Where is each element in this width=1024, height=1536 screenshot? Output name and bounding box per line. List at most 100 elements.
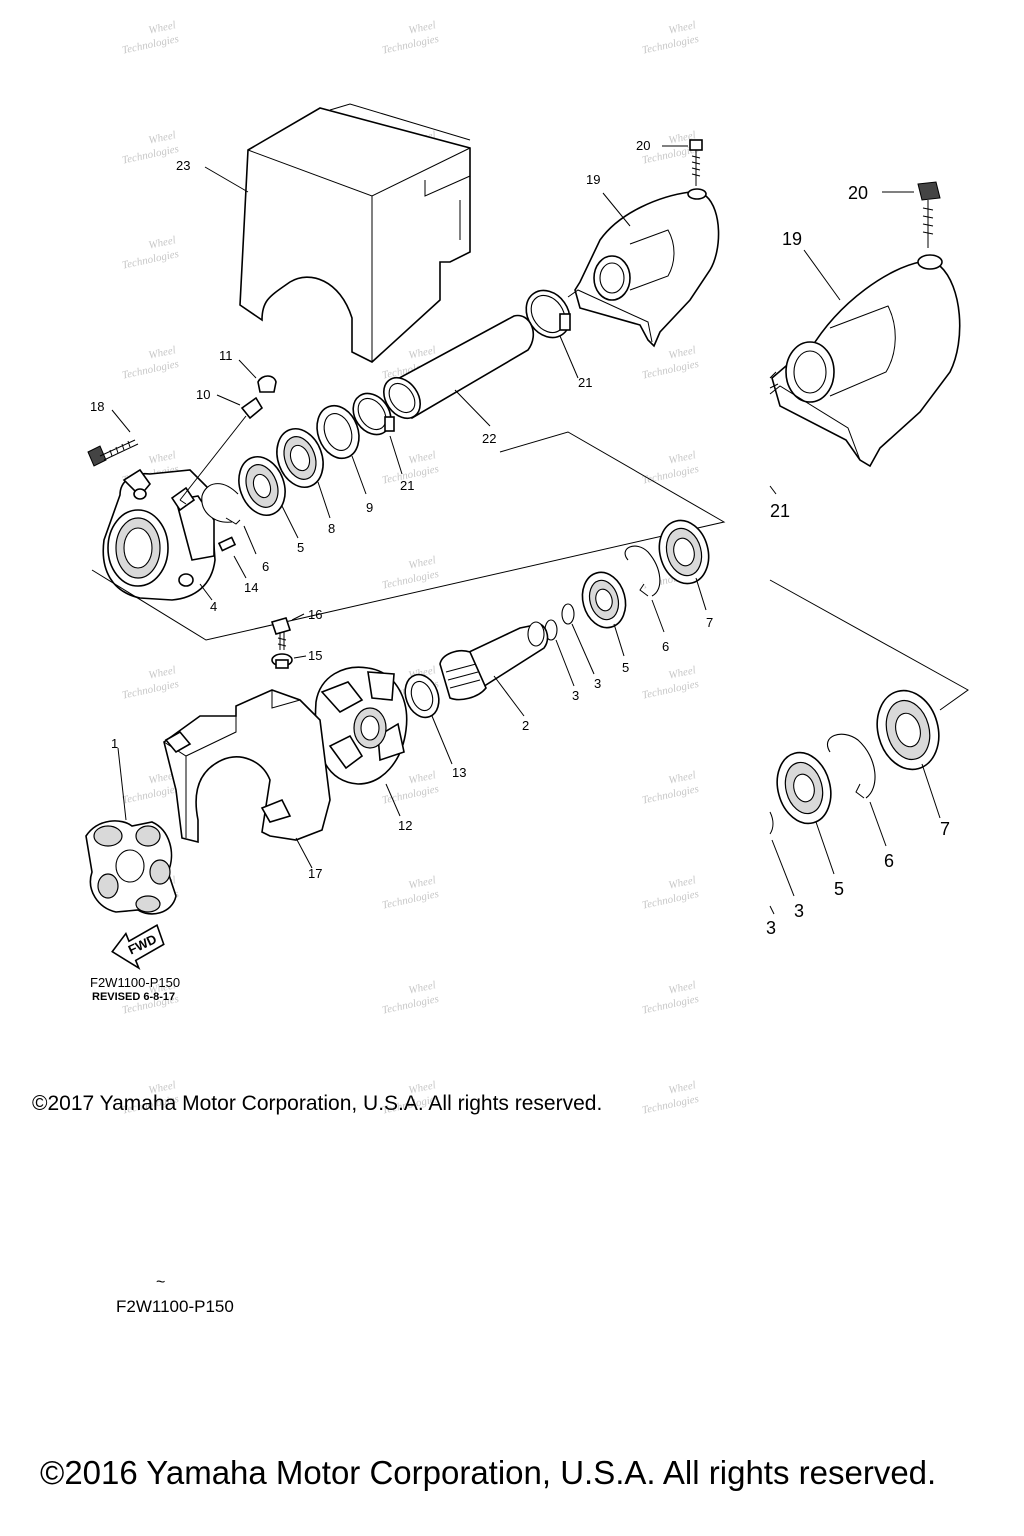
- watermark-line1: Wheel: [147, 234, 176, 251]
- zoom-part-19-nozzle: [769, 249, 961, 468]
- callout-17: 17: [308, 866, 322, 881]
- zoom-callout-20: 20: [848, 183, 868, 203]
- watermark-line1: Wheel: [407, 979, 436, 996]
- callout-9: 9: [366, 500, 373, 515]
- callout-14: 14: [244, 580, 258, 595]
- part-17-housing: [163, 689, 331, 869]
- callout-16: 16: [308, 607, 322, 622]
- zoom-callout-7: 7: [940, 819, 950, 839]
- watermark-line1: Wheel: [407, 1079, 436, 1096]
- watermark-line1: Wheel: [407, 344, 436, 361]
- copyright-2017: ©2017 Yamaha Motor Corporation, U.S.A. A…: [32, 1092, 603, 1115]
- watermark-line1: Wheel: [667, 1079, 696, 1096]
- callout-15: 15: [308, 648, 322, 663]
- callout-12: 12: [398, 818, 412, 833]
- callout-21a: 21: [578, 375, 592, 390]
- part-11-cap: [238, 359, 277, 393]
- callout-20: 20: [636, 138, 650, 153]
- watermark-line1: Wheel: [147, 449, 176, 466]
- callout-19: 19: [586, 172, 600, 187]
- part-9-seal: [316, 404, 367, 495]
- zoom-callout-6: 6: [884, 851, 894, 871]
- part-6-circlip-lower: [624, 545, 665, 633]
- copyright-2016: ©2016 Yamaha Motor Corporation, U.S.A. A…: [40, 1454, 937, 1491]
- watermark-line1: Wheel: [667, 19, 696, 36]
- callout-21b: 21: [400, 478, 414, 493]
- part-23-cover: [204, 103, 471, 363]
- part-7-bearing: [658, 519, 710, 611]
- callout-23: 23: [176, 158, 190, 173]
- watermark-line1: Wheel: [147, 19, 176, 36]
- part-19-nozzle-small: [567, 188, 720, 348]
- watermark-line1: Wheel: [407, 874, 436, 891]
- watermark-line1: Wheel: [667, 664, 696, 681]
- zoom-callout-3a: 3: [794, 901, 804, 921]
- watermark-line1: Wheel: [667, 874, 696, 891]
- part-16-bolt: [270, 613, 305, 650]
- zoom-callout-21: 21: [770, 501, 790, 521]
- part-10-grease-nipple: [179, 394, 264, 505]
- watermark-line1: Wheel: [147, 344, 176, 361]
- callout-6b: 6: [662, 639, 669, 654]
- callout-2: 2: [522, 718, 529, 733]
- watermark-line1: Wheel: [667, 769, 696, 786]
- callout-4: 4: [210, 599, 217, 614]
- part-3-o-rings: [544, 603, 595, 687]
- zoom-callout-5: 5: [834, 879, 844, 899]
- watermark-line1: Wheel: [147, 979, 176, 996]
- callout-18: 18: [90, 399, 104, 414]
- zoom-callout-3b: 3: [766, 918, 776, 938]
- part-20-bolt-small: [662, 139, 703, 186]
- callout-3b: 3: [594, 676, 601, 691]
- watermark-line1: Wheel: [667, 344, 696, 361]
- callout-1: 1: [111, 736, 118, 751]
- part-15-washer: [271, 653, 307, 669]
- watermark-line1: Wheel: [667, 979, 696, 996]
- zoom-part-5-bearing: [776, 751, 835, 875]
- fwd-arrow-icon: FWD: [111, 923, 165, 971]
- revised-date: REVISED 6-8-17: [92, 991, 176, 1003]
- watermark-line1: Wheel: [147, 769, 176, 786]
- watermark-line1: Wheel: [667, 449, 696, 466]
- part-2-shaft: [439, 621, 549, 717]
- part-4-pump-housing: [102, 468, 216, 601]
- part-22-hose: [383, 314, 534, 427]
- callout-8: 8: [328, 521, 335, 536]
- part-21-clamp-lower: [352, 392, 403, 475]
- assembly-frame-upper: [91, 431, 726, 641]
- watermark-line1: Wheel: [147, 1079, 176, 1096]
- part-6-circlip-upper: [201, 483, 257, 555]
- zoom-part-20-bolt: [882, 181, 941, 248]
- part-5-bearing-lower: [581, 571, 627, 657]
- zoom-part-7-bearing: [876, 689, 941, 819]
- callout-5a: 5: [297, 540, 304, 555]
- callout-5b: 5: [622, 660, 629, 675]
- callout-6a: 6: [262, 559, 269, 574]
- zoom-callout-labels: 20 19 21 7 6 5 3 3: [766, 183, 950, 938]
- callout-labels: 1 2 3 3 4 5 5 6 6 7 8 9 10 11 12 13 14 1…: [90, 138, 713, 881]
- callout-13: 13: [452, 765, 466, 780]
- watermark-line1: Wheel: [407, 449, 436, 466]
- part-21-clamp-upper: [525, 289, 579, 379]
- diagram-code: F2W1100-P150: [90, 975, 181, 990]
- zoom-callout-19: 19: [782, 229, 802, 249]
- zoom-frame-lines: [769, 371, 969, 915]
- watermark-line1: Wheel: [407, 769, 436, 786]
- part-1-damper: [85, 747, 177, 915]
- watermark-line1: Wheel: [147, 129, 176, 146]
- part-12-impeller: [314, 666, 408, 817]
- callout-11: 11: [219, 348, 233, 363]
- watermark-line1: Wheel: [147, 664, 176, 681]
- part-13-ring: [404, 673, 453, 765]
- callout-22: 22: [482, 431, 496, 446]
- part-14-pin: [217, 536, 247, 579]
- callout-3a: 3: [572, 688, 579, 703]
- zoom-part-6-circlip: [827, 733, 887, 847]
- lower-mark: ~: [156, 1274, 165, 1291]
- part-5-bearing-upper: [238, 456, 299, 539]
- watermark-line1: Wheel: [407, 554, 436, 571]
- part-8-seal: [276, 428, 331, 519]
- watermark-line1: Wheel: [407, 19, 436, 36]
- callout-10: 10: [196, 387, 210, 402]
